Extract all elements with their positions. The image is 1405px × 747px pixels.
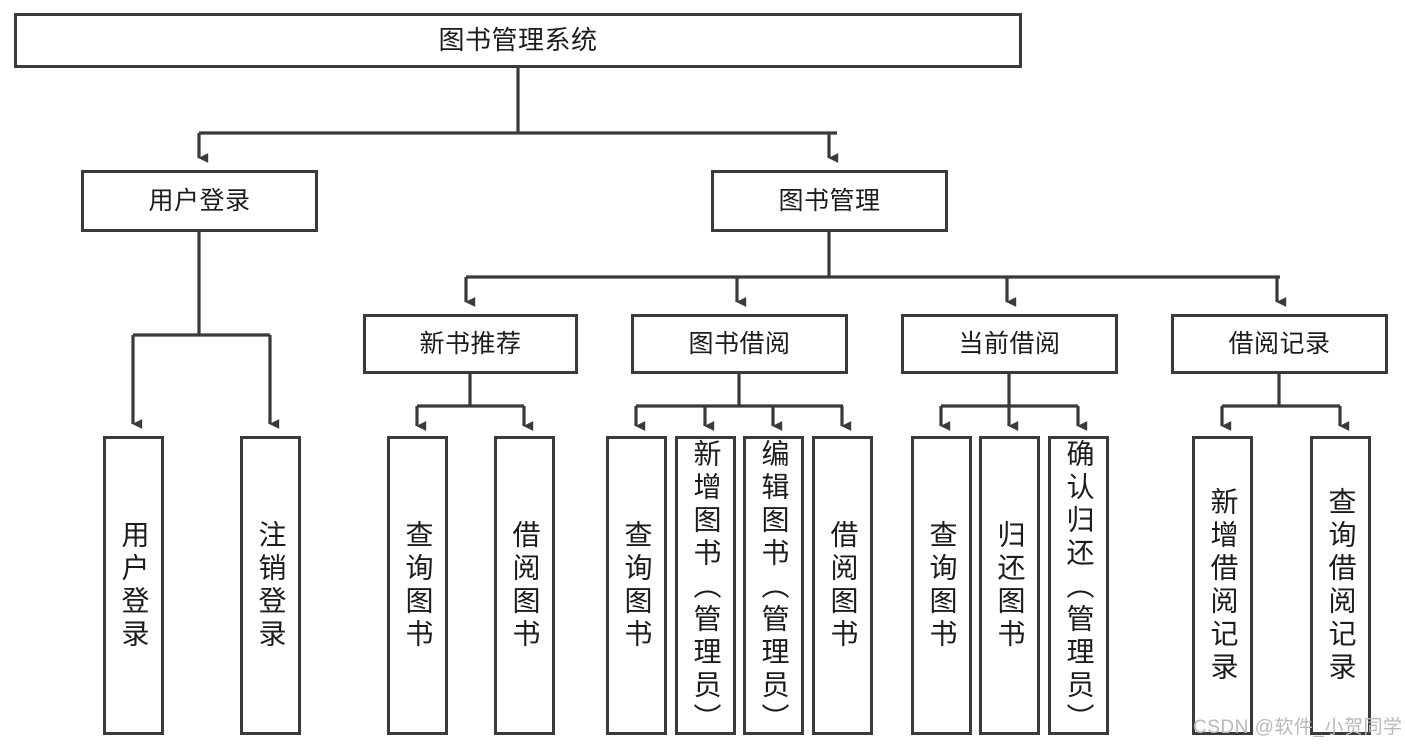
- node-new-book-recommend[interactable]: 新书推荐: [363, 314, 578, 374]
- leaf-edit-book-label: 编辑图书（管理员）: [758, 439, 790, 736]
- node-user-login-label: 用户登录: [148, 187, 251, 215]
- leaf-add-book[interactable]: 新增图书（管理员）: [675, 436, 736, 736]
- leaf-edit-book[interactable]: 编辑图书（管理员）: [743, 436, 804, 736]
- leaf-logout-login-label: 注销登录: [255, 519, 287, 652]
- leaf-query-book-3[interactable]: 查询图书: [911, 436, 972, 735]
- leaf-query-book-2-label: 查询图书: [621, 519, 653, 652]
- node-current-borrow-label: 当前借阅: [958, 330, 1061, 358]
- leaf-logout-login[interactable]: 注销登录: [240, 436, 301, 735]
- node-current-borrow[interactable]: 当前借阅: [901, 314, 1118, 374]
- node-book-manage-label: 图书管理: [778, 187, 881, 215]
- node-user-login[interactable]: 用户登录: [81, 170, 318, 232]
- leaf-return-book[interactable]: 归还图书: [979, 436, 1040, 735]
- leaf-add-record[interactable]: 新增借阅记录: [1192, 436, 1253, 735]
- leaf-query-book-1[interactable]: 查询图书: [387, 436, 448, 735]
- leaf-query-book-3-label: 查询图书: [926, 519, 958, 652]
- leaf-user-login-label: 用户登录: [118, 519, 150, 652]
- node-root[interactable]: 图书管理系统: [14, 13, 1022, 68]
- leaf-borrow-book-1-label: 借阅图书: [509, 519, 541, 652]
- node-book-manage[interactable]: 图书管理: [711, 170, 948, 232]
- leaf-borrow-book-2[interactable]: 借阅图书: [812, 436, 873, 735]
- leaf-add-book-label: 新增图书（管理员）: [690, 439, 722, 736]
- leaf-query-book-1-label: 查询图书: [402, 519, 434, 652]
- leaf-return-book-label: 归还图书: [994, 519, 1026, 652]
- leaf-query-book-2[interactable]: 查询图书: [606, 436, 667, 735]
- leaf-query-record[interactable]: 查询借阅记录: [1310, 436, 1371, 735]
- leaf-borrow-book-2-label: 借阅图书: [827, 519, 859, 652]
- leaf-borrow-book-1[interactable]: 借阅图书: [494, 436, 555, 735]
- leaf-query-record-label: 查询借阅记录: [1325, 486, 1357, 685]
- leaf-confirm-return-label: 确认归还（管理员）: [1063, 439, 1095, 736]
- leaf-add-record-label: 新增借阅记录: [1207, 486, 1239, 685]
- node-root-label: 图书管理系统: [438, 24, 598, 55]
- node-book-borrow-label: 图书借阅: [688, 330, 791, 358]
- leaf-confirm-return[interactable]: 确认归还（管理员）: [1048, 436, 1109, 736]
- csdn-watermark: CSDN @软件_小贺同学: [1193, 717, 1403, 738]
- node-book-borrow[interactable]: 图书借阅: [631, 314, 848, 374]
- node-borrow-record-label: 借阅记录: [1228, 330, 1331, 358]
- node-new-book-recommend-label: 新书推荐: [419, 330, 522, 358]
- node-borrow-record[interactable]: 借阅记录: [1171, 314, 1388, 374]
- leaf-user-login[interactable]: 用户登录: [103, 436, 164, 735]
